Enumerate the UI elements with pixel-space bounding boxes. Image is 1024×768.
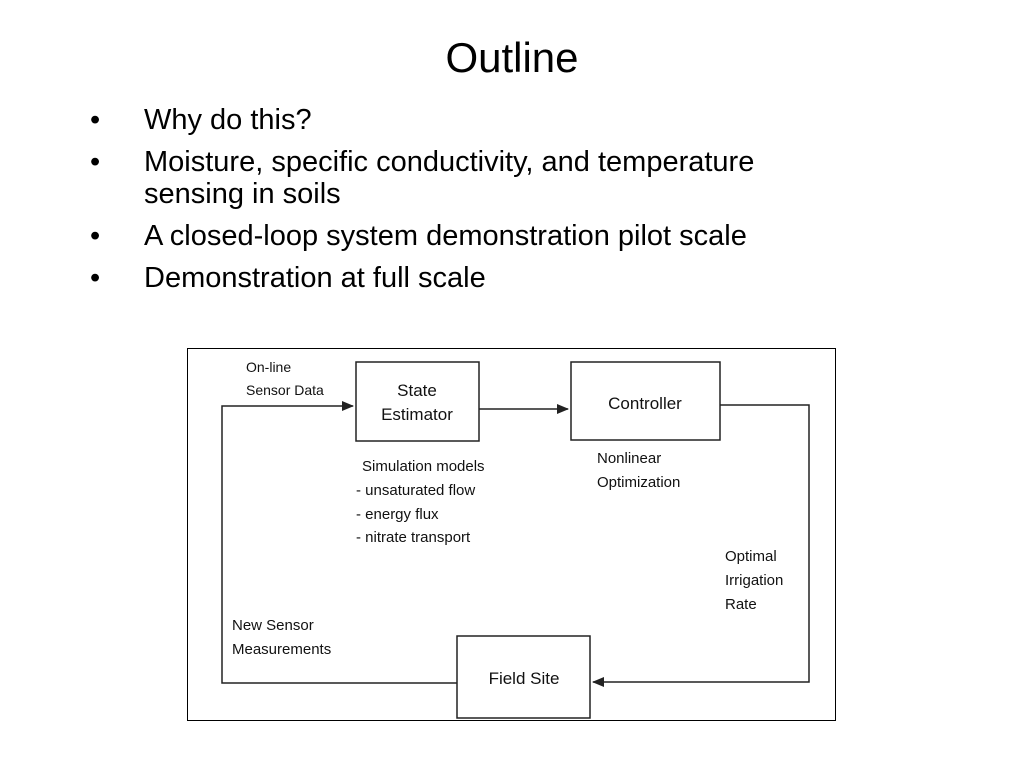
controller-box xyxy=(570,361,721,441)
field-site-box xyxy=(456,635,591,719)
bullet-text: A closed-loop system demonstration pilot… xyxy=(144,220,747,252)
optimal-irrigation-rate-label: Rate xyxy=(725,596,757,613)
controller-to-field-arrow xyxy=(592,404,810,687)
bullet-item: • Moisture, specific conductivity, and t… xyxy=(90,146,950,210)
simulation-models-item: - nitrate transport xyxy=(356,529,471,546)
bullet-text: Demonstration at full scale xyxy=(144,262,486,294)
state-estimator-label: Estimator xyxy=(381,405,453,424)
optimal-irrigation-rate-label: Irrigation xyxy=(725,572,783,589)
bullet-list: • Why do this? • Moisture, specific cond… xyxy=(90,104,950,304)
bullet-text: Moisture, specific conductivity, and tem… xyxy=(144,146,755,178)
controller-label: Controller xyxy=(608,394,682,413)
online-sensor-data-label: On-line xyxy=(246,359,291,375)
simulation-models-item: - energy flux xyxy=(356,506,439,523)
field-to-estimator-arrow xyxy=(221,401,457,684)
state-estimator-box xyxy=(355,361,480,442)
optimal-irrigation-rate-label: Optimal xyxy=(725,548,777,565)
nonlinear-optimization-label: Nonlinear xyxy=(597,450,661,467)
bullet-marker: • xyxy=(90,262,101,294)
bullet-item: • Why do this? xyxy=(90,104,950,136)
bullet-text: Why do this? xyxy=(144,104,312,136)
bullet-marker: • xyxy=(90,104,101,136)
bullet-marker: • xyxy=(90,146,101,178)
simulation-models-label: Simulation models xyxy=(362,458,485,475)
online-sensor-data-label: Sensor Data xyxy=(246,382,324,398)
bullet-marker: • xyxy=(90,220,101,252)
state-estimator-label: State xyxy=(397,381,437,400)
bullet-item: • Demonstration at full scale xyxy=(90,262,950,294)
diagram-canvas: State Estimator Controller Field Site On… xyxy=(187,348,836,721)
new-sensor-measurements-label: New Sensor xyxy=(232,617,314,634)
control-loop-diagram: State Estimator Controller Field Site On… xyxy=(187,348,837,722)
simulation-models-item: - unsaturated flow xyxy=(356,482,475,499)
new-sensor-measurements-label: Measurements xyxy=(232,641,331,658)
field-site-label: Field Site xyxy=(489,669,560,688)
nonlinear-optimization-label: Optimization xyxy=(597,474,680,491)
slide-title: Outline xyxy=(445,34,579,81)
bullet-text: sensing in soils xyxy=(144,178,341,210)
bullet-item: • A closed-loop system demonstration pil… xyxy=(90,220,950,252)
